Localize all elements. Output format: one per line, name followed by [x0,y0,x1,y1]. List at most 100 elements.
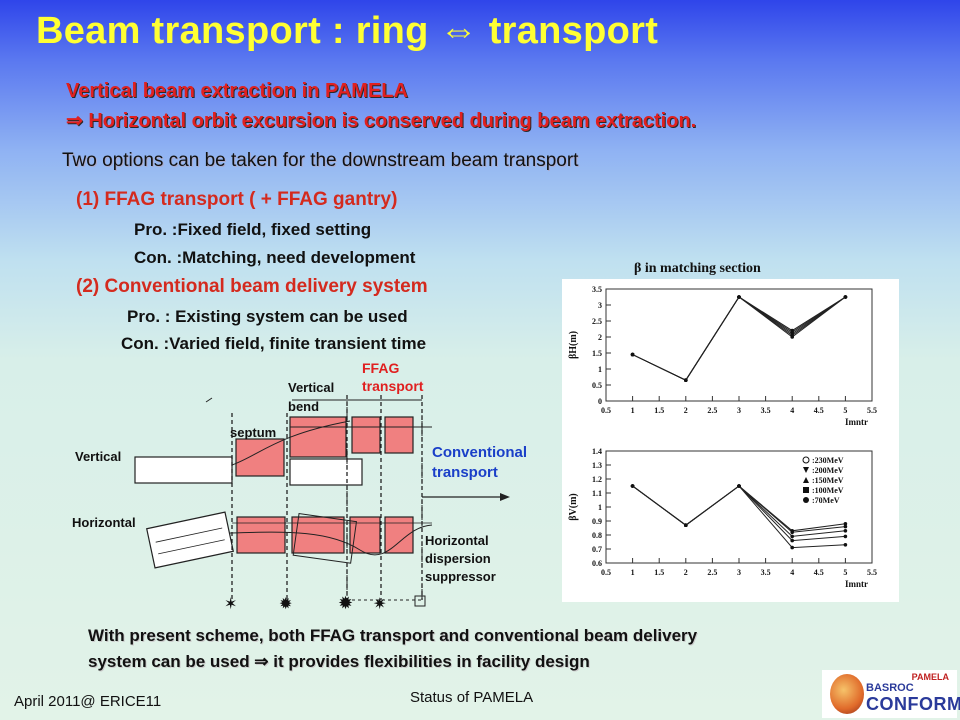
data-point [737,484,741,488]
ytick-label: 1 [598,365,602,374]
ytick-label: 2 [598,333,602,342]
ytick-label: 0.5 [592,381,602,390]
option-1-con: Con. :Matching, need development [134,248,416,267]
label-vertical: Vertical [75,449,121,464]
xtick-label: 3.5 [761,406,771,415]
xtick-label: 3.5 [761,568,771,577]
xtick-label: 3 [737,406,741,415]
conform-logo: PAMELA BASROC CONFORM [822,670,960,718]
xtick-label: 1 [631,568,635,577]
series-line [632,296,846,381]
legend-label: :230MeV [812,456,844,465]
figure-caption: β in matching section [634,261,761,276]
ffag-magnet-1 [351,416,381,454]
ytick-label: 2.5 [592,317,602,326]
vertical-trajectory [231,420,351,466]
data-point [790,545,794,550]
logo-conform: CONFORM [866,694,960,714]
y-axis-label: βV(m) [568,493,579,520]
option-2-con: Con. :Varied field, finite transient tim… [121,334,427,353]
data-point [684,523,688,527]
horizontal-trajectory [229,524,433,556]
data-point [790,530,794,534]
ytick-label: 1.3 [592,461,602,470]
footer-center: Status of PAMELA [410,689,534,706]
data-point [843,295,848,299]
logo-emblem [830,674,864,714]
xtick-label: 0.5 [601,568,611,577]
data-point [630,352,635,357]
series-line [632,296,846,381]
xtick-label: 5 [843,568,847,577]
series-line [632,296,846,381]
legend-label: :100MeV [812,486,844,495]
legend-marker [803,467,809,473]
ytick-label: 0.8 [592,531,602,540]
xtick-label: 2 [684,568,688,577]
ytick-label: 0.7 [592,545,602,554]
label-conventional-2: transport [432,464,498,481]
legend-marker [803,477,809,483]
xtick-label: 2 [684,406,688,415]
xtick-label: 0.5 [601,406,611,415]
label-vertical-bend-2: bend [288,399,319,414]
legend-marker [802,456,810,464]
label-hds-3: suppressor [425,569,496,584]
horizontal-septum [236,516,286,554]
beamline-diagram: ✶ ✹ ✹ ✷ Vertical Horizontal septum Verti… [72,360,527,614]
ytick-label: 3 [598,301,602,310]
ytick-label: 1.1 [592,489,602,498]
logo-basroc: BASROC [866,682,914,694]
data-point [684,378,688,382]
label-vertical-bend-1: Vertical [288,380,334,395]
option-2: (2) Conventional beam delivery system [76,276,428,297]
label-horizontal: Horizontal [72,515,136,530]
xtick-label: 2.5 [707,406,717,415]
y-axis-label: βH(m) [568,331,579,359]
xtick-label: 3 [737,568,741,577]
series-line [632,296,846,381]
marker-star-2: ✹ [279,594,292,613]
horizontal-tilted-frame [292,513,358,564]
data-point [843,522,848,526]
legend-label: :200MeV [812,466,844,475]
ytick-label: 3.5 [592,285,602,294]
xtick-label: 1.5 [654,406,664,415]
ytick-label: 0.9 [592,517,602,526]
series-line [632,296,846,381]
option-1-pro: Pro. :Fixed field, fixed setting [134,220,372,239]
xtick-label: 4.5 [814,568,824,577]
horizontal-magnet-4 [384,516,414,554]
x-axis-label: Imntr [845,579,868,589]
data-point [790,534,794,539]
headline-1: Vertical beam extraction in PAMELA [66,80,408,102]
label-hds-1: Horizontal [425,533,489,548]
marker-star-1: ✶ [224,594,237,613]
legend-label: :150MeV [812,476,844,485]
ytick-label: 0.6 [592,559,602,568]
label-ffag-1: FFAG [362,360,399,376]
ytick-label: 1.4 [592,447,602,456]
legend-marker [803,487,809,493]
conclusion-line-1: With present scheme, both FFAG transport… [88,626,698,645]
xtick-label: 5.5 [867,406,877,415]
vertical-ring-magnet [134,456,233,484]
marker-star-3: ✹ [338,593,353,614]
data-point [843,534,848,539]
conclusion-line-2: system can be used ⇒ it provides flexibi… [88,652,590,671]
label-septum: septum [230,425,276,440]
ffag-magnet-2 [384,416,414,454]
label-ffag-2: transport [362,378,424,394]
logo-pamela: PAMELA [911,672,949,682]
label-hds-2: dispersion [425,551,491,566]
ytick-label: 1.5 [592,349,602,358]
data-point [630,484,635,488]
xtick-label: 2.5 [707,568,717,577]
xtick-label: 4 [790,568,794,577]
xtick-label: 5 [843,406,847,415]
conventional-arrow-head [500,493,510,501]
slide-title: Beam transport : ring ⇔ transport [36,10,659,52]
ytick-label: 0 [598,397,602,406]
